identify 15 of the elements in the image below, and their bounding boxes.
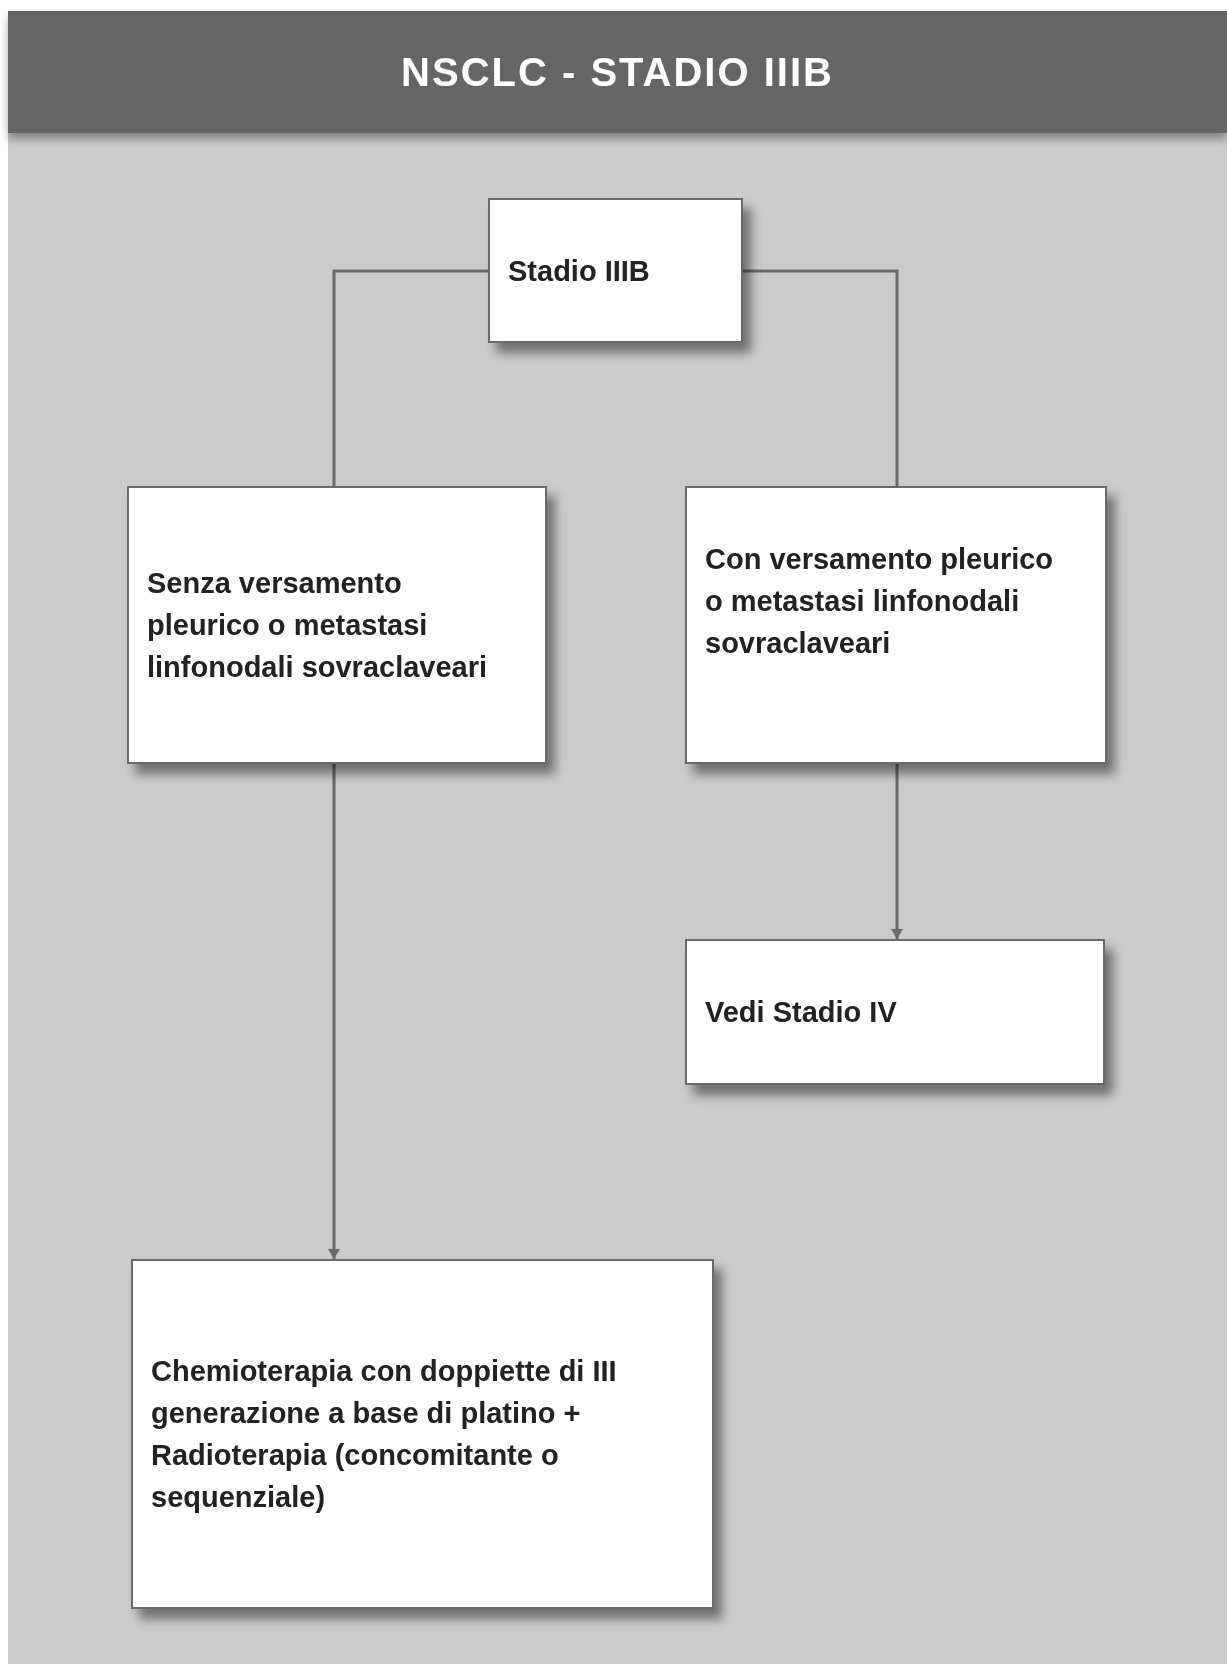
- process-box: [127, 486, 547, 764]
- connector-line: [743, 269, 899, 486]
- process-box: [685, 939, 1105, 1085]
- title: NSCLC - STADIO IIIB: [401, 49, 834, 95]
- box-text: Senza versamento pleurico o metastasi linfonodali sovraclaveari: [147, 566, 489, 685]
- box-text: Vedi Stadio IV: [705, 995, 897, 1030]
- process-box: [488, 198, 743, 343]
- connector-line: [332, 269, 488, 486]
- box-text: Chemioterapia con doppiette di III generazione a base di platino + Radioterapia (concomitante o sequenziale): [151, 1354, 618, 1515]
- process-box: [685, 486, 1107, 764]
- arrow: [328, 764, 340, 1259]
- box-text: Con versamento pleurico o metastasi linfonodali sovraclaveari: [705, 542, 1055, 661]
- box-text: Stadio IIIB: [508, 254, 650, 289]
- process-box: [131, 1259, 714, 1609]
- arrow: [891, 764, 903, 939]
